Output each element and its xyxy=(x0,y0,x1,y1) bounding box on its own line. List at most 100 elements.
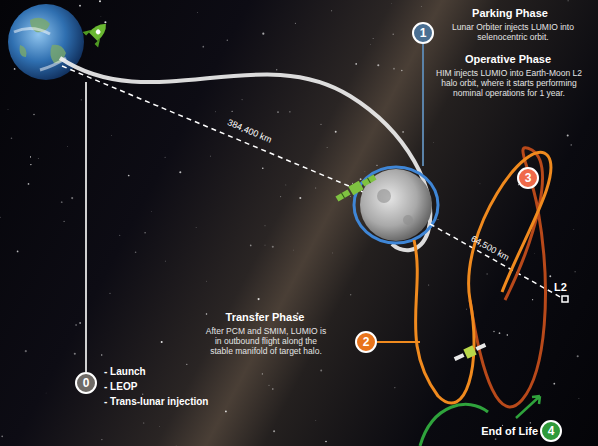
callout-circle: 3 xyxy=(517,167,539,189)
star xyxy=(433,142,435,144)
distance-label: 64,500 km xyxy=(469,233,511,263)
callout-circle: 2 xyxy=(355,331,377,353)
star xyxy=(264,244,266,246)
star xyxy=(377,64,379,66)
earth-clouds xyxy=(14,28,66,70)
star xyxy=(79,322,81,324)
star xyxy=(79,5,81,7)
star xyxy=(350,294,351,295)
star xyxy=(164,260,166,262)
callout-number: 3 xyxy=(525,172,532,184)
star xyxy=(394,387,396,389)
star xyxy=(165,157,166,158)
star xyxy=(320,370,322,372)
phase-heading: Transfer Phase xyxy=(200,311,330,324)
star xyxy=(195,227,197,229)
star xyxy=(262,373,263,374)
star xyxy=(7,109,9,111)
star xyxy=(285,184,287,186)
star xyxy=(568,0,569,1)
star xyxy=(437,219,439,221)
star xyxy=(553,383,555,385)
star xyxy=(227,40,228,41)
star xyxy=(14,68,16,70)
star xyxy=(577,355,579,357)
star xyxy=(486,273,487,274)
star xyxy=(179,171,181,173)
phase-heading: Parking Phase xyxy=(440,7,580,20)
parking-orbit xyxy=(354,167,438,243)
phase-description: HIM injects LUMIO into Earth-Moon L2 hal… xyxy=(434,68,584,99)
star xyxy=(232,111,233,112)
end-of-life-arrow xyxy=(516,396,540,418)
star xyxy=(276,69,277,70)
star xyxy=(393,68,395,70)
moon xyxy=(360,169,432,241)
star xyxy=(61,201,63,203)
star xyxy=(11,137,13,139)
point-label: L2 xyxy=(554,281,567,294)
leader-line xyxy=(85,82,87,372)
star xyxy=(151,211,153,213)
star xyxy=(575,271,576,272)
star xyxy=(534,253,536,255)
star xyxy=(532,299,533,300)
star xyxy=(428,285,429,286)
star xyxy=(373,38,374,39)
star xyxy=(111,135,113,137)
callout-number: 1 xyxy=(420,27,427,39)
star xyxy=(75,324,77,326)
phase-heading: End of Life xyxy=(481,425,538,438)
star xyxy=(268,385,269,386)
earth xyxy=(8,4,84,80)
star xyxy=(393,34,394,35)
star-field xyxy=(0,0,579,445)
star xyxy=(142,394,143,395)
star xyxy=(250,245,252,247)
star xyxy=(161,341,163,343)
star xyxy=(28,183,30,185)
star xyxy=(273,430,275,432)
satellite-icon xyxy=(334,173,377,204)
star xyxy=(325,441,327,443)
callout-circle: 1 xyxy=(412,22,434,44)
star xyxy=(315,420,317,422)
star xyxy=(352,183,353,184)
event-item: - LEOP xyxy=(104,381,137,393)
star xyxy=(493,331,494,332)
star xyxy=(573,229,575,231)
star xyxy=(119,235,120,236)
rocket-icon xyxy=(83,16,114,47)
event-item: - Launch xyxy=(104,366,146,378)
star xyxy=(466,308,468,310)
star xyxy=(1,436,3,438)
star xyxy=(206,313,208,315)
star xyxy=(479,183,481,185)
star xyxy=(331,10,332,11)
star xyxy=(30,156,31,157)
star xyxy=(101,439,102,440)
phase-description: Lunar Orbiter injects LUMIO into selenoc… xyxy=(446,22,580,42)
star xyxy=(63,221,64,222)
star xyxy=(578,398,580,400)
star xyxy=(0,217,1,218)
star xyxy=(241,99,242,100)
phase-description: After PCM and SMIM, LUMIO is in outbound… xyxy=(204,326,328,357)
star xyxy=(326,146,328,148)
star xyxy=(320,124,321,125)
star xyxy=(370,43,372,45)
star xyxy=(264,225,266,227)
star xyxy=(420,6,422,8)
star xyxy=(335,131,337,133)
star xyxy=(376,165,377,166)
callout-circle: 4 xyxy=(540,420,562,442)
l2-marker xyxy=(562,296,568,302)
star xyxy=(109,292,111,294)
star xyxy=(292,249,294,251)
star xyxy=(144,232,146,234)
distance-label: 384,400 km xyxy=(226,117,274,145)
star xyxy=(289,111,290,112)
star xyxy=(272,246,274,248)
star xyxy=(159,426,161,428)
star xyxy=(209,155,211,157)
